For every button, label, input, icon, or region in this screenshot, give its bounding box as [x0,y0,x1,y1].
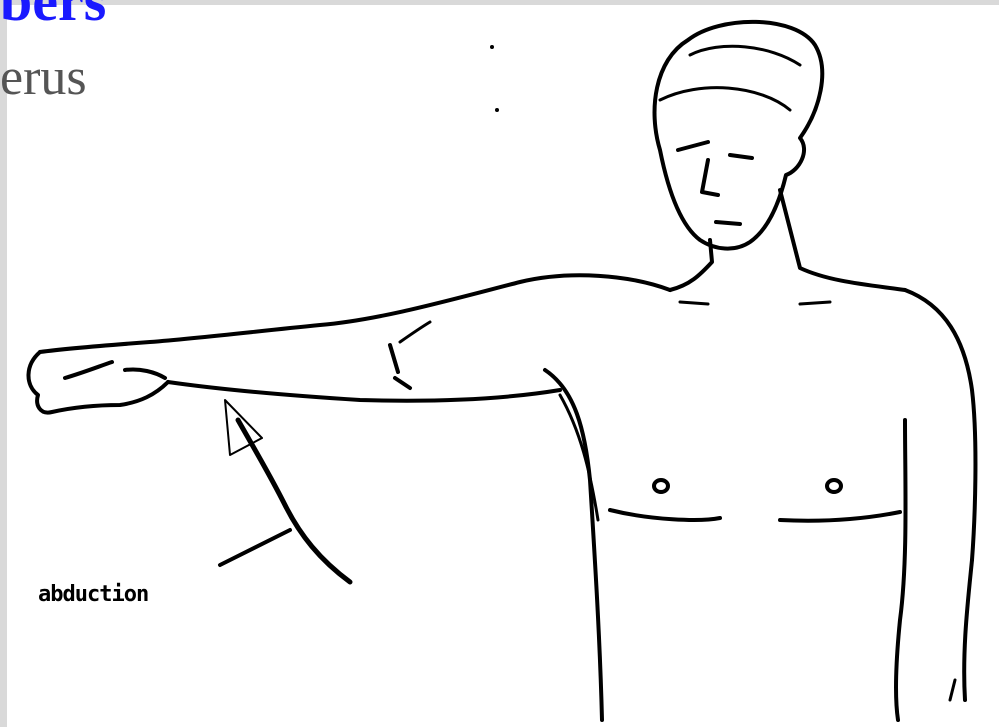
collarbone-right [800,302,830,304]
hand-tip-right [950,680,955,700]
arm-upper-edge [40,275,670,352]
arm-lower-edge [168,382,560,401]
arm-right-edge [964,560,972,700]
neck-right [780,190,905,290]
torso-right [896,420,906,720]
elbow-mark [390,345,398,372]
label-leader [220,530,290,565]
stray-mark [490,45,494,49]
head-outline [655,22,823,249]
finger-line [65,362,112,378]
neck-left [670,240,712,290]
nipple-left [654,480,668,492]
chest-line [780,512,900,521]
eye [730,155,752,158]
fist [28,352,168,413]
muscle-line [400,322,430,342]
elbow-mark [395,378,410,388]
nipple-right [827,480,841,492]
abduction-arrow-shaft [238,420,350,582]
hair-line [690,46,800,65]
stray-mark [495,108,499,112]
finger-line [125,369,165,378]
hair-line [660,88,790,110]
eyebrow [678,142,708,150]
nose [702,160,718,195]
collarbone-left [680,302,708,304]
chest-line [610,510,720,520]
abduction-label: abduction [38,582,148,607]
mouth [716,222,740,224]
shoulder-right [905,290,975,560]
